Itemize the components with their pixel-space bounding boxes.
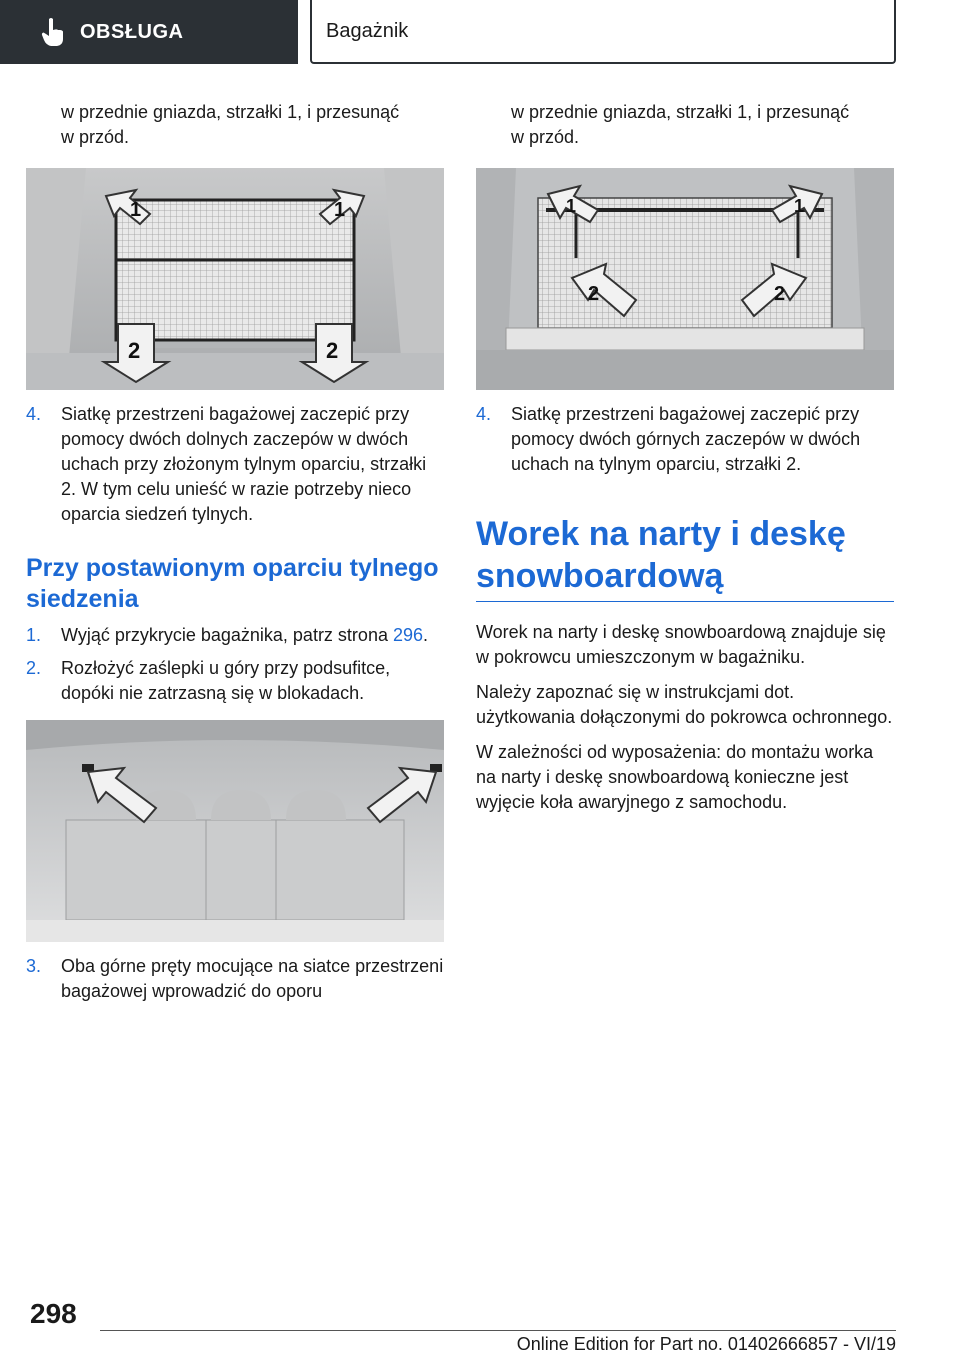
step-text: Rozłożyć zaślepki u góry przy podsufitce…	[61, 658, 391, 703]
section-label: OBSŁUGA	[80, 20, 184, 43]
step-text: Siatkę przestrzeni bagażowej zaczepić pr…	[61, 404, 427, 524]
right-column: w przednie gniazda, strzałki 1, i przesu…	[476, 100, 894, 815]
footer-divider	[100, 1330, 896, 1331]
fig1-label-1a: 1	[130, 199, 141, 221]
fig1-label-1b: 1	[334, 199, 345, 221]
paragraph-2: Należy zapoznać się w instrukcjami dot. …	[476, 682, 893, 727]
fig-label-2b: 2	[774, 283, 785, 305]
step-text-end: .	[423, 625, 429, 645]
fig-label-1a: 1	[566, 196, 576, 216]
heading-ski-bag: Worek na narty i deskę snowboardową	[476, 513, 894, 602]
chapter-title: Bagażnik	[326, 19, 409, 42]
page-link-296[interactable]: 296	[392, 625, 424, 645]
step-text: Wyjąć przykrycie bagażnika, patrz strona	[61, 625, 388, 645]
figure-roof-caps	[26, 720, 444, 942]
fig-label-2a: 2	[588, 283, 599, 305]
step-number: 4.	[26, 404, 42, 424]
step-number: 4.	[476, 404, 492, 424]
arrow-1-left	[104, 188, 152, 226]
right-step-4: 4. Siatkę przestrzeni bagażowej zaczepić…	[476, 402, 894, 477]
fig-label-1b: 1	[794, 196, 804, 216]
fig1-label-2b: 2	[326, 338, 338, 363]
step-number: 2.	[26, 658, 42, 678]
step-number: 3.	[26, 956, 42, 976]
figure-cargo-net-folded-seats: 1 1 2 2	[26, 168, 444, 390]
right-intro-line-1: w przednie gniazda, strzałki 1, i przesu…	[511, 102, 850, 122]
left-column: w przednie gniazda, strzałki 1, i przesu…	[26, 100, 444, 1004]
figure-cargo-net-upright-seats: 1 1 2 2	[476, 168, 894, 390]
left-step-1: 1. Wyjąć przykrycie bagażnika, patrz str…	[26, 623, 444, 648]
page-number: 298	[30, 1298, 77, 1329]
left-step-4: 4. Siatkę przestrzeni bagażowej zaczepić…	[26, 402, 444, 527]
arrow-1-right	[318, 188, 366, 226]
left-intro-line-1: w przednie gniazda, strzałki 1, i przesu…	[61, 102, 400, 122]
step-text: Oba górne pręty mocujące na siatce przes…	[61, 956, 444, 1001]
paragraph-3: W zależności od wyposażenia: do montażu …	[476, 742, 874, 812]
left-intro-line-2: w przód.	[61, 127, 130, 147]
step-text: Siatkę przestrzeni bagażowej zaczepić pr…	[511, 404, 861, 474]
subheading-upright-seat: Przy postawionym oparciu tylnego siedzen…	[26, 554, 439, 613]
right-intro-line-2: w przód.	[511, 127, 580, 147]
footer-edition: Online Edition for Part no. 01402666857 …	[516, 1334, 896, 1354]
chapter-header: Bagażnik	[310, 0, 896, 64]
paragraph-1: Worek na narty i deskę snowboardową znaj…	[476, 622, 886, 667]
hand-pointer-icon	[41, 18, 63, 46]
fig1-label-2a: 2	[128, 338, 140, 363]
step-number: 1.	[26, 625, 42, 645]
left-step-2: 2. Rozłożyć zaślepki u góry przy podsufi…	[26, 656, 444, 706]
section-tab[interactable]: OBSŁUGA	[0, 0, 298, 64]
left-step-3: 3. Oba górne pręty mocujące na siatce pr…	[26, 954, 444, 1004]
